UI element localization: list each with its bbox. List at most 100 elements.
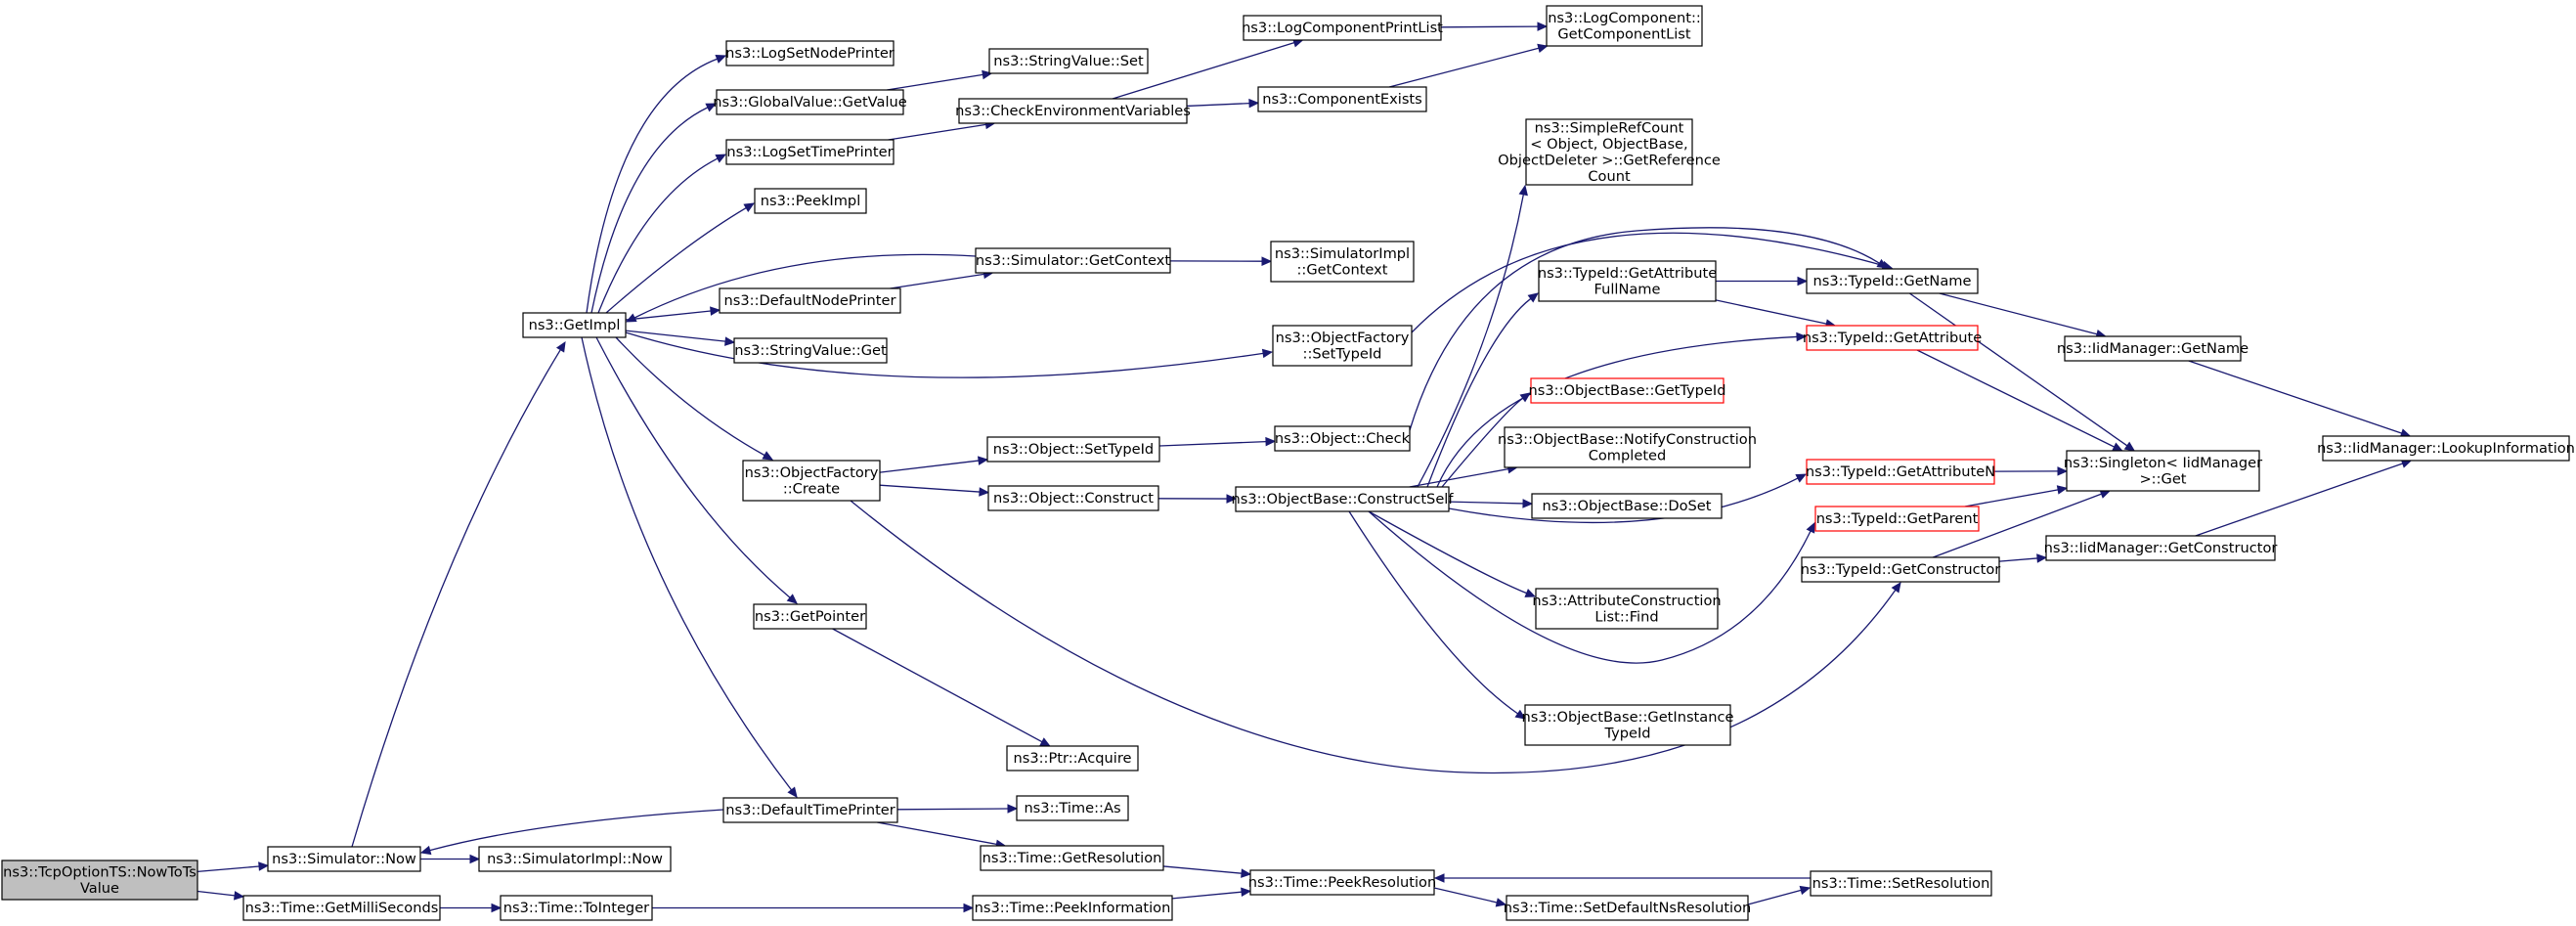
call-edge-time_setdefns-to-time_setres <box>1747 885 1812 905</box>
node-simplerefcount[interactable]: ns3::SimpleRefCount< Object, ObjectBase,… <box>1498 118 1721 186</box>
node-getmilli[interactable]: ns3::Time::GetMilliSeconds <box>242 895 441 921</box>
edge-line <box>1368 510 1527 595</box>
node-peekimpl[interactable]: ns3::PeekImpl <box>754 188 867 214</box>
arrowhead-icon <box>1806 521 1815 534</box>
node-tid_getname[interactable]: ns3::TypeId::GetName <box>1806 268 1979 294</box>
node-box <box>2045 535 2276 561</box>
node-label: ns3::DefaultNodePrinter <box>724 292 896 309</box>
node-time_setdefns[interactable]: ns3::Time::SetDefaultNsResolution <box>1504 895 1752 921</box>
node-box <box>742 460 881 502</box>
node-label: ns3::Simulator::Now <box>272 851 416 867</box>
arrowhead-icon <box>979 487 990 497</box>
node-sv_get[interactable]: ns3::StringValue::Get <box>733 337 888 364</box>
node-logsettime[interactable]: ns3::LogSetTimePrinter <box>725 139 895 165</box>
node-gv_getvalue[interactable]: ns3::GlobalValue::GetValue <box>713 89 907 115</box>
edge-line <box>605 207 747 314</box>
arrowhead-icon <box>762 451 774 461</box>
node-label: ns3::TypeId::GetAttribute <box>1538 265 1717 282</box>
arrowhead-icon <box>1495 898 1507 907</box>
node-iid_lookup[interactable]: ns3::IidManager::LookupInformation <box>2317 435 2575 462</box>
node-of_settypeid[interactable]: ns3::ObjectFactory::SetTypeId <box>1272 325 1413 367</box>
edge-line <box>1440 25 1539 28</box>
node-deftimeprinter[interactable]: ns3::DefaultTimePrinter <box>722 797 898 823</box>
node-iid_getname[interactable]: ns3::IidManager::GetName <box>2057 335 2249 362</box>
arrowhead-icon <box>705 103 718 112</box>
node-time_peekres[interactable]: ns3::Time::PeekResolution <box>1248 869 1436 896</box>
node-label: ns3::TypeId::GetConstructor <box>1801 561 2001 578</box>
arrowhead-icon <box>2112 442 2123 452</box>
node-defnodeprinter[interactable]: ns3::DefaultNodePrinter <box>719 287 901 314</box>
node-time_setres[interactable]: ns3::Time::SetResolution <box>1810 870 1992 897</box>
node-sim_getcontext[interactable]: ns3::Simulator::GetContext <box>975 247 1171 274</box>
node-label: ns3::GlobalValue::GetValue <box>713 94 907 110</box>
node-obj_construct[interactable]: ns3::Object::Construct <box>987 485 1159 511</box>
node-logsetnode[interactable]: ns3::LogSetNodePrinter <box>725 40 895 66</box>
node-box <box>988 48 1149 74</box>
node-label: ns3::Time::ToInteger <box>503 900 649 916</box>
node-box <box>267 846 421 872</box>
node-ob_notify[interactable]: ns3::ObjectBase::NotifyConstructionCompl… <box>1498 426 1757 468</box>
edge-line <box>1186 102 1250 108</box>
node-box <box>500 895 653 921</box>
node-tointeger[interactable]: ns3::Time::ToInteger <box>500 895 653 921</box>
edge-line <box>877 821 997 846</box>
node-box <box>1506 895 1749 921</box>
edge-line <box>1171 891 1243 900</box>
edge-line <box>429 809 724 852</box>
node-getimpl[interactable]: ns3::GetImpl <box>522 312 627 338</box>
arrowhead-icon <box>1795 473 1808 483</box>
node-label: ObjectDeleter >::GetReference <box>1498 152 1721 168</box>
node-tid_getattrn[interactable]: ns3::TypeId::GetAttributeN <box>1806 459 1995 485</box>
node-of_create[interactable]: ns3::ObjectFactory::Create <box>742 460 881 502</box>
call-edge-obj_settypeid-to-obj_check <box>1158 436 1277 447</box>
node-singleton_get[interactable]: ns3::Singleton< IidManager>::Get <box>2064 450 2262 492</box>
node-tid_getctor[interactable]: ns3::TypeId::GetConstructor <box>1801 556 2001 583</box>
node-box <box>1535 588 1719 630</box>
node-label: ns3::ObjectFactory <box>745 464 879 481</box>
call-edge-ob_constructself-to-ob_notify <box>1409 464 1518 488</box>
node-box <box>1546 5 1703 47</box>
node-tid_getparent[interactable]: ns3::TypeId::GetParent <box>1814 506 1980 532</box>
node-logcomp_getlist[interactable]: ns3::LogComponent::GetComponentList <box>1546 5 1703 47</box>
node-ptr_acquire[interactable]: ns3::Ptr::Acquire <box>1006 745 1139 772</box>
node-tid_getattr[interactable]: ns3::TypeId::GetAttribute <box>1803 325 1982 351</box>
node-time_as[interactable]: ns3::Time::As <box>1016 795 1129 821</box>
node-iid_getctor[interactable]: ns3::IidManager::GetConstructor <box>2044 535 2278 561</box>
node-simimpl_getctx[interactable]: ns3::SimulatorImpl::GetContext <box>1270 241 1415 283</box>
node-label: ns3::ObjectBase::DoSet <box>1542 498 1711 514</box>
node-ob_gettypeid[interactable]: ns3::ObjectBase::GetTypeId <box>1529 377 1726 404</box>
call-edge-logcompprint-to-logcomp_getlist <box>1440 22 1549 31</box>
node-box <box>1257 86 1427 112</box>
arrowhead-icon <box>786 594 798 604</box>
edge-line <box>615 336 765 457</box>
call-edge-of_create-to-obj_construct <box>879 484 990 497</box>
node-time_peekinfo[interactable]: ns3::Time::PeekInformation <box>972 895 1173 921</box>
node-checkenv[interactable]: ns3::CheckEnvironmentVariables <box>955 98 1191 124</box>
node-label: ns3::TypeId::GetAttribute <box>1803 330 1982 346</box>
node-box <box>2322 435 2570 462</box>
node-box <box>1806 325 1979 351</box>
node-ob_doset[interactable]: ns3::ObjectBase::DoSet <box>1531 493 1723 519</box>
node-sv_set[interactable]: ns3::StringValue::Set <box>988 48 1149 74</box>
node-sim_now[interactable]: ns3::Simulator::Now <box>267 846 421 872</box>
node-obj_check[interactable]: ns3::Object::Check <box>1274 425 1411 452</box>
node-simimpl_now[interactable]: ns3::SimulatorImpl::Now <box>478 846 672 872</box>
arrowhead-icon <box>724 336 736 346</box>
node-label: ::GetContext <box>1296 261 1387 278</box>
call-edge-time_peekres-to-time_setdefns <box>1433 887 1507 907</box>
node-compexists[interactable]: ns3::ComponentExists <box>1257 86 1427 112</box>
arrowhead-icon <box>1876 258 1889 269</box>
node-logcompprint[interactable]: ns3::LogComponentPrintList <box>1242 15 1443 41</box>
arrowhead-icon <box>1433 873 1445 883</box>
node-getpointer[interactable]: ns3::GetPointer <box>753 603 867 630</box>
node-label: ns3::ObjectFactory <box>1276 330 1410 346</box>
node-ob_constructself[interactable]: ns3::ObjectBase::ConstructSelf <box>1232 486 1455 512</box>
node-time_getres[interactable]: ns3::Time::GetResolution <box>980 845 1164 871</box>
node-obj_settypeid[interactable]: ns3::Object::SetTypeId <box>986 436 1160 463</box>
arrowhead-icon <box>1226 494 1238 504</box>
node-label: ns3::SimulatorImpl::Now <box>487 851 663 867</box>
